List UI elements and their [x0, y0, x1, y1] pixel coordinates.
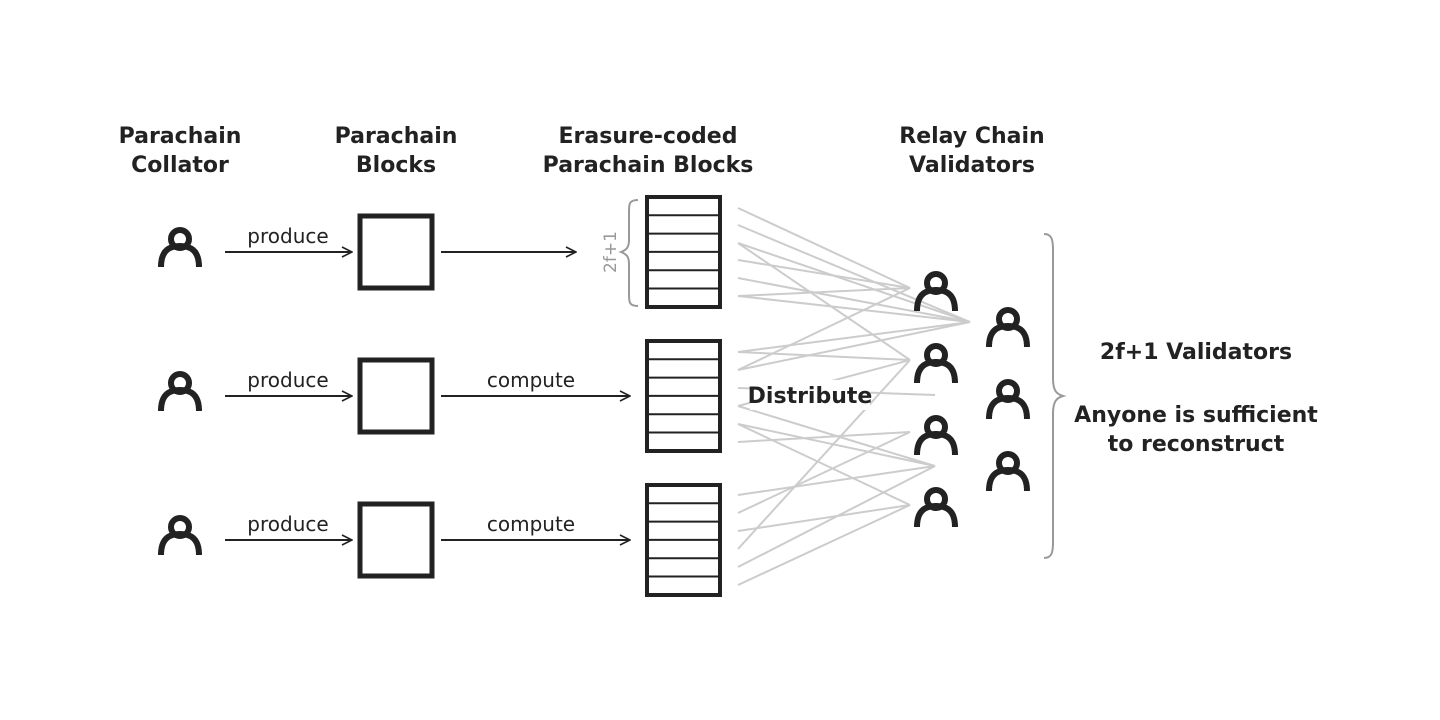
distribute-label-bg: [750, 380, 870, 410]
distribution-line: [737, 423, 936, 467]
summary-line1: Anyone is sufficient: [1074, 403, 1318, 428]
collator-person-icon: [161, 374, 199, 411]
distribution-line: [737, 405, 936, 467]
distribution-line: [737, 359, 911, 550]
distribution-line: [737, 321, 971, 353]
erasure-coded-block: [645, 483, 722, 597]
validators-brace: [1043, 233, 1067, 559]
collator-person-icon: [161, 230, 199, 267]
distribution-lines: [737, 207, 971, 586]
erasure-coded-block: [645, 195, 722, 309]
parachain-block: [357, 501, 435, 579]
validator-person-icon: [917, 418, 955, 455]
summary-line2: to reconstruct: [1108, 432, 1285, 457]
produce-label: produce: [247, 224, 328, 248]
distribution-line: [737, 465, 936, 568]
header-erasure-line2: Parachain Blocks: [543, 153, 754, 178]
produce-label: produce: [247, 512, 328, 536]
distribution-line: [737, 351, 911, 361]
distribution-line: [737, 504, 911, 532]
validator-person-icon: [917, 346, 955, 383]
header-collator: Parachain: [119, 124, 242, 149]
distribution-line: [737, 465, 936, 496]
compute-label: compute: [487, 368, 575, 392]
distribution-line: [737, 431, 911, 514]
distribution-line: [737, 431, 911, 443]
brace-2f1: [618, 199, 639, 307]
validator-person-icon: [989, 454, 1027, 491]
distribution-line: [737, 207, 911, 289]
distribution-line: [737, 295, 971, 323]
distribution-line: [737, 259, 911, 289]
header-collator-line2: Collator: [131, 153, 229, 178]
distribution-line: [737, 242, 971, 323]
validator-person-icon: [989, 310, 1027, 347]
header-erasure: Erasure-coded: [559, 124, 738, 149]
header-blocks: Parachain: [335, 124, 458, 149]
validator-person-icon: [917, 490, 955, 527]
validator-person-icon: [989, 382, 1027, 419]
header-validators: Relay Chain: [899, 124, 1044, 149]
brace-label: 2f+1: [601, 231, 621, 273]
erasure-coded-block: [645, 339, 722, 453]
produce-label: produce: [247, 368, 328, 392]
distribution-line: [737, 287, 911, 371]
distribution-line: [737, 321, 971, 371]
parachain-block: [357, 213, 435, 291]
header-blocks-line2: Blocks: [356, 153, 436, 178]
distribution-line: [737, 287, 911, 297]
header-validators-line2: Validators: [909, 153, 1035, 178]
compute-label: compute: [487, 512, 575, 536]
parachain-block: [357, 357, 435, 435]
distribute-label: Distribute: [748, 384, 873, 409]
distribution-line: [737, 224, 971, 323]
collator-person-icon: [161, 518, 199, 555]
distribution-line: [737, 504, 911, 586]
summary-title: 2f+1 Validators: [1100, 340, 1292, 365]
distribution-line: [737, 423, 911, 506]
distribution-line: [737, 277, 971, 323]
